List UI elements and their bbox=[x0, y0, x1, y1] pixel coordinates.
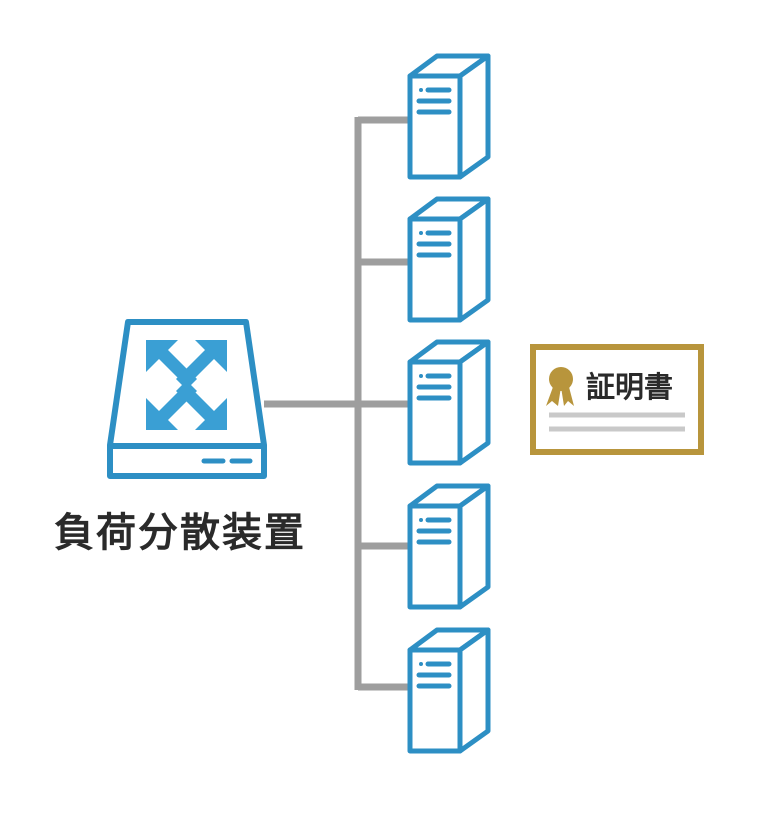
arrows-out-icon bbox=[146, 340, 227, 430]
server-1 bbox=[407, 53, 491, 180]
certificate-label: 証明書 bbox=[586, 370, 674, 404]
award-ribbon-icon bbox=[546, 367, 574, 406]
server-indicator-dot bbox=[419, 88, 423, 92]
server-side-face bbox=[457, 627, 491, 754]
load-balancer-label: 負荷分散装置 bbox=[54, 510, 306, 556]
server-side-face bbox=[457, 53, 491, 180]
server-side-face bbox=[457, 483, 491, 610]
server-3 bbox=[407, 339, 491, 466]
server-indicator-dot bbox=[419, 662, 423, 666]
server-side-face bbox=[457, 196, 491, 323]
load-balancer bbox=[107, 319, 267, 479]
certificate bbox=[530, 344, 704, 455]
connector-lines bbox=[264, 116, 410, 691]
server-column bbox=[407, 53, 491, 754]
server-5 bbox=[407, 627, 491, 754]
server-indicator-dot bbox=[419, 518, 423, 522]
server-2 bbox=[407, 196, 491, 323]
certificate-frame bbox=[530, 344, 704, 455]
server-side-face bbox=[457, 339, 491, 466]
server-indicator-dot bbox=[419, 374, 423, 378]
server-indicator-dot bbox=[419, 231, 423, 235]
server-4 bbox=[407, 483, 491, 610]
